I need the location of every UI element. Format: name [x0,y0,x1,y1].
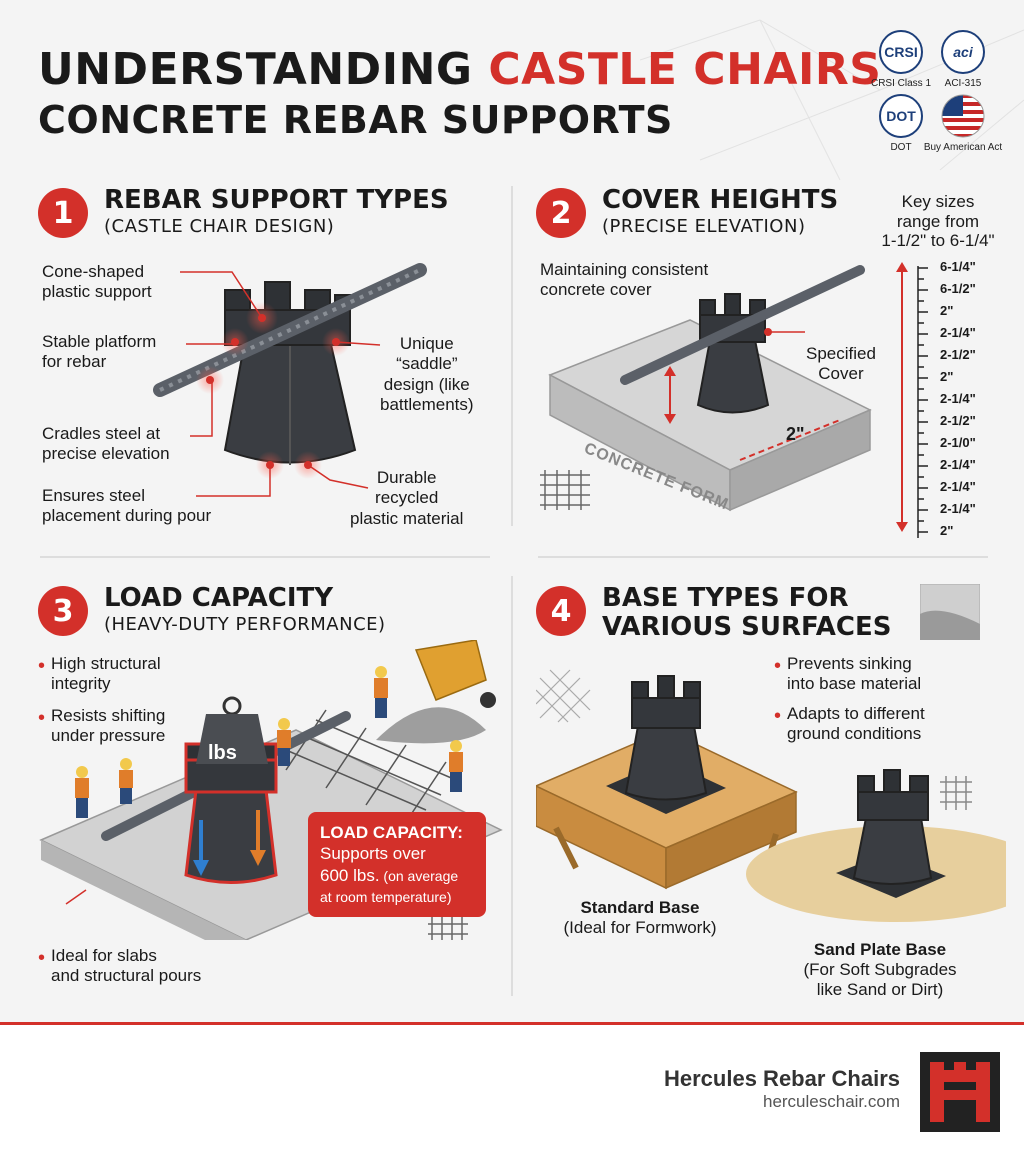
section-number: 1 [38,188,88,238]
section-subtitle: (PRECISE ELEVATION) [602,216,806,237]
label-ensures: Ensures steel placement during pour [42,486,212,526]
bullet-item: •High structural integrity [38,654,161,694]
sand-plate-caption: Sand Plate Base (For Soft Subgrades like… [770,940,990,1001]
divider [511,186,513,526]
ruler-labels: 6-1/4" 6-1/2" 2" 2-1/4" 2-1/2" 2" 2-1/4"… [940,260,1010,546]
bullet-item: •Ideal for slabs and structural pours [38,946,202,986]
page-subtitle: CONCRETE REBAR SUPPORTS [38,98,673,142]
section-subtitle: (CASTLE CHAIR DESIGN) [104,216,335,237]
ruler-label: 6-1/4" [940,259,976,274]
label-platform: Stable platform for rebar [42,332,157,372]
sand-plate-title: Sand Plate Base [813,940,947,959]
label-cone: Cone-shaped plastic support [42,262,152,302]
divider [40,556,490,558]
section-subtitle: (HEAVY-DUTY PERFORMANCE) [104,614,386,635]
page-title: UNDERSTANDING CASTLE CHAIRS [38,44,881,95]
divider [511,576,513,996]
footer-rule [0,1022,1024,1025]
title-part1: UNDERSTANDING [38,44,489,95]
label-maintaining: Maintaining consistent concrete cover [540,260,709,300]
divider [538,556,988,558]
load-box-main: Supports over 600 lbs. [320,844,426,885]
ruler-label: 2-1/4" [940,391,976,406]
badge-label: DOT [890,142,912,153]
key-sizes-label: Key sizes range from 1-1/2" to 6-1/4" [881,192,995,251]
badge-buy-american: Buy American Act [918,94,1008,154]
crsi-icon: CRSI [879,30,923,74]
dot-icon: DOT [879,94,923,138]
standard-base-subtitle: (Ideal for Formwork) [563,918,717,937]
aci-icon: aci [941,30,985,74]
footer-brand: Hercules Rebar Chairs [664,1066,900,1091]
ruler-label: 2" [940,303,954,318]
sand-plate-subtitle: (For Soft Subgrades like Sand or Dirt) [803,960,957,1000]
label-durable: Durable recycled plastic material [350,468,464,528]
badge-aci: aci ACI-315 [928,30,998,89]
badge-label: ACI-315 [944,78,982,89]
title-accent: CASTLE CHAIRS [488,44,882,95]
ruler-label: 2-1/4" [940,479,976,494]
load-capacity-illustration [39,640,503,940]
badge-label: CRSI Class 1 [870,78,931,89]
ruler-label: 2-1/4" [940,457,976,472]
ruler-label: 2-1/4" [940,325,976,340]
label-dimension: 2" [786,424,805,444]
label-cradles: Cradles steel at precise elevation [42,424,170,464]
section-title: REBAR SUPPORT TYPES [104,185,449,215]
ruler-label: 2-1/2" [940,413,976,428]
badge-dot: DOT DOT [866,94,936,153]
callout-lines [180,271,381,497]
label-saddle: Unique “saddle” design (like battlements… [380,334,474,415]
footer [0,1025,1024,1154]
soil-sample-icon [920,584,980,640]
ruler-label: 6-1/2" [940,281,976,296]
section-title: COVER HEIGHTS [602,185,839,215]
ruler-label: 2" [940,369,954,384]
hercules-logo-icon [920,1052,1000,1132]
bullet-item: •Prevents sinking into base material [774,654,922,694]
load-capacity-box: LOAD CAPACITY: Supports over 600 lbs. (o… [308,812,486,917]
badge-crsi: CRSI CRSI Class 1 [866,30,936,89]
us-flag-icon [941,94,985,138]
section-number: 4 [536,586,586,636]
ruler-label: 2" [940,523,954,538]
section-number: 2 [536,188,586,238]
load-box-title: LOAD CAPACITY: [320,823,463,842]
base-types-illustration [536,669,1006,922]
section-number: 3 [38,586,88,636]
bullet-item: •Adapts to different ground conditions [774,704,925,744]
ruler-label: 2-1/4" [940,501,976,516]
label-specified-cover: Specified Cover [806,344,876,384]
ruler-label: 2-1/2" [940,347,976,362]
standard-base-caption: Standard Base (Ideal for Formwork) [550,898,730,938]
section-title: LOAD CAPACITY [104,583,334,613]
weight-label: lbs [208,742,237,764]
standard-base-title: Standard Base [580,898,700,917]
ruler-label: 2-1/0" [940,435,976,450]
footer-url: herculeschair.com [762,1092,900,1111]
concrete-form-illustration [540,265,872,512]
badge-label: Buy American Act [923,142,1003,153]
height-ruler [896,262,928,538]
bullet-item: •Resists shifting under pressure [38,706,166,746]
section-title: BASE TYPES FOR VARIOUS SURFACES [602,583,892,642]
load-box-note: (on average at room temperature) [320,867,459,905]
